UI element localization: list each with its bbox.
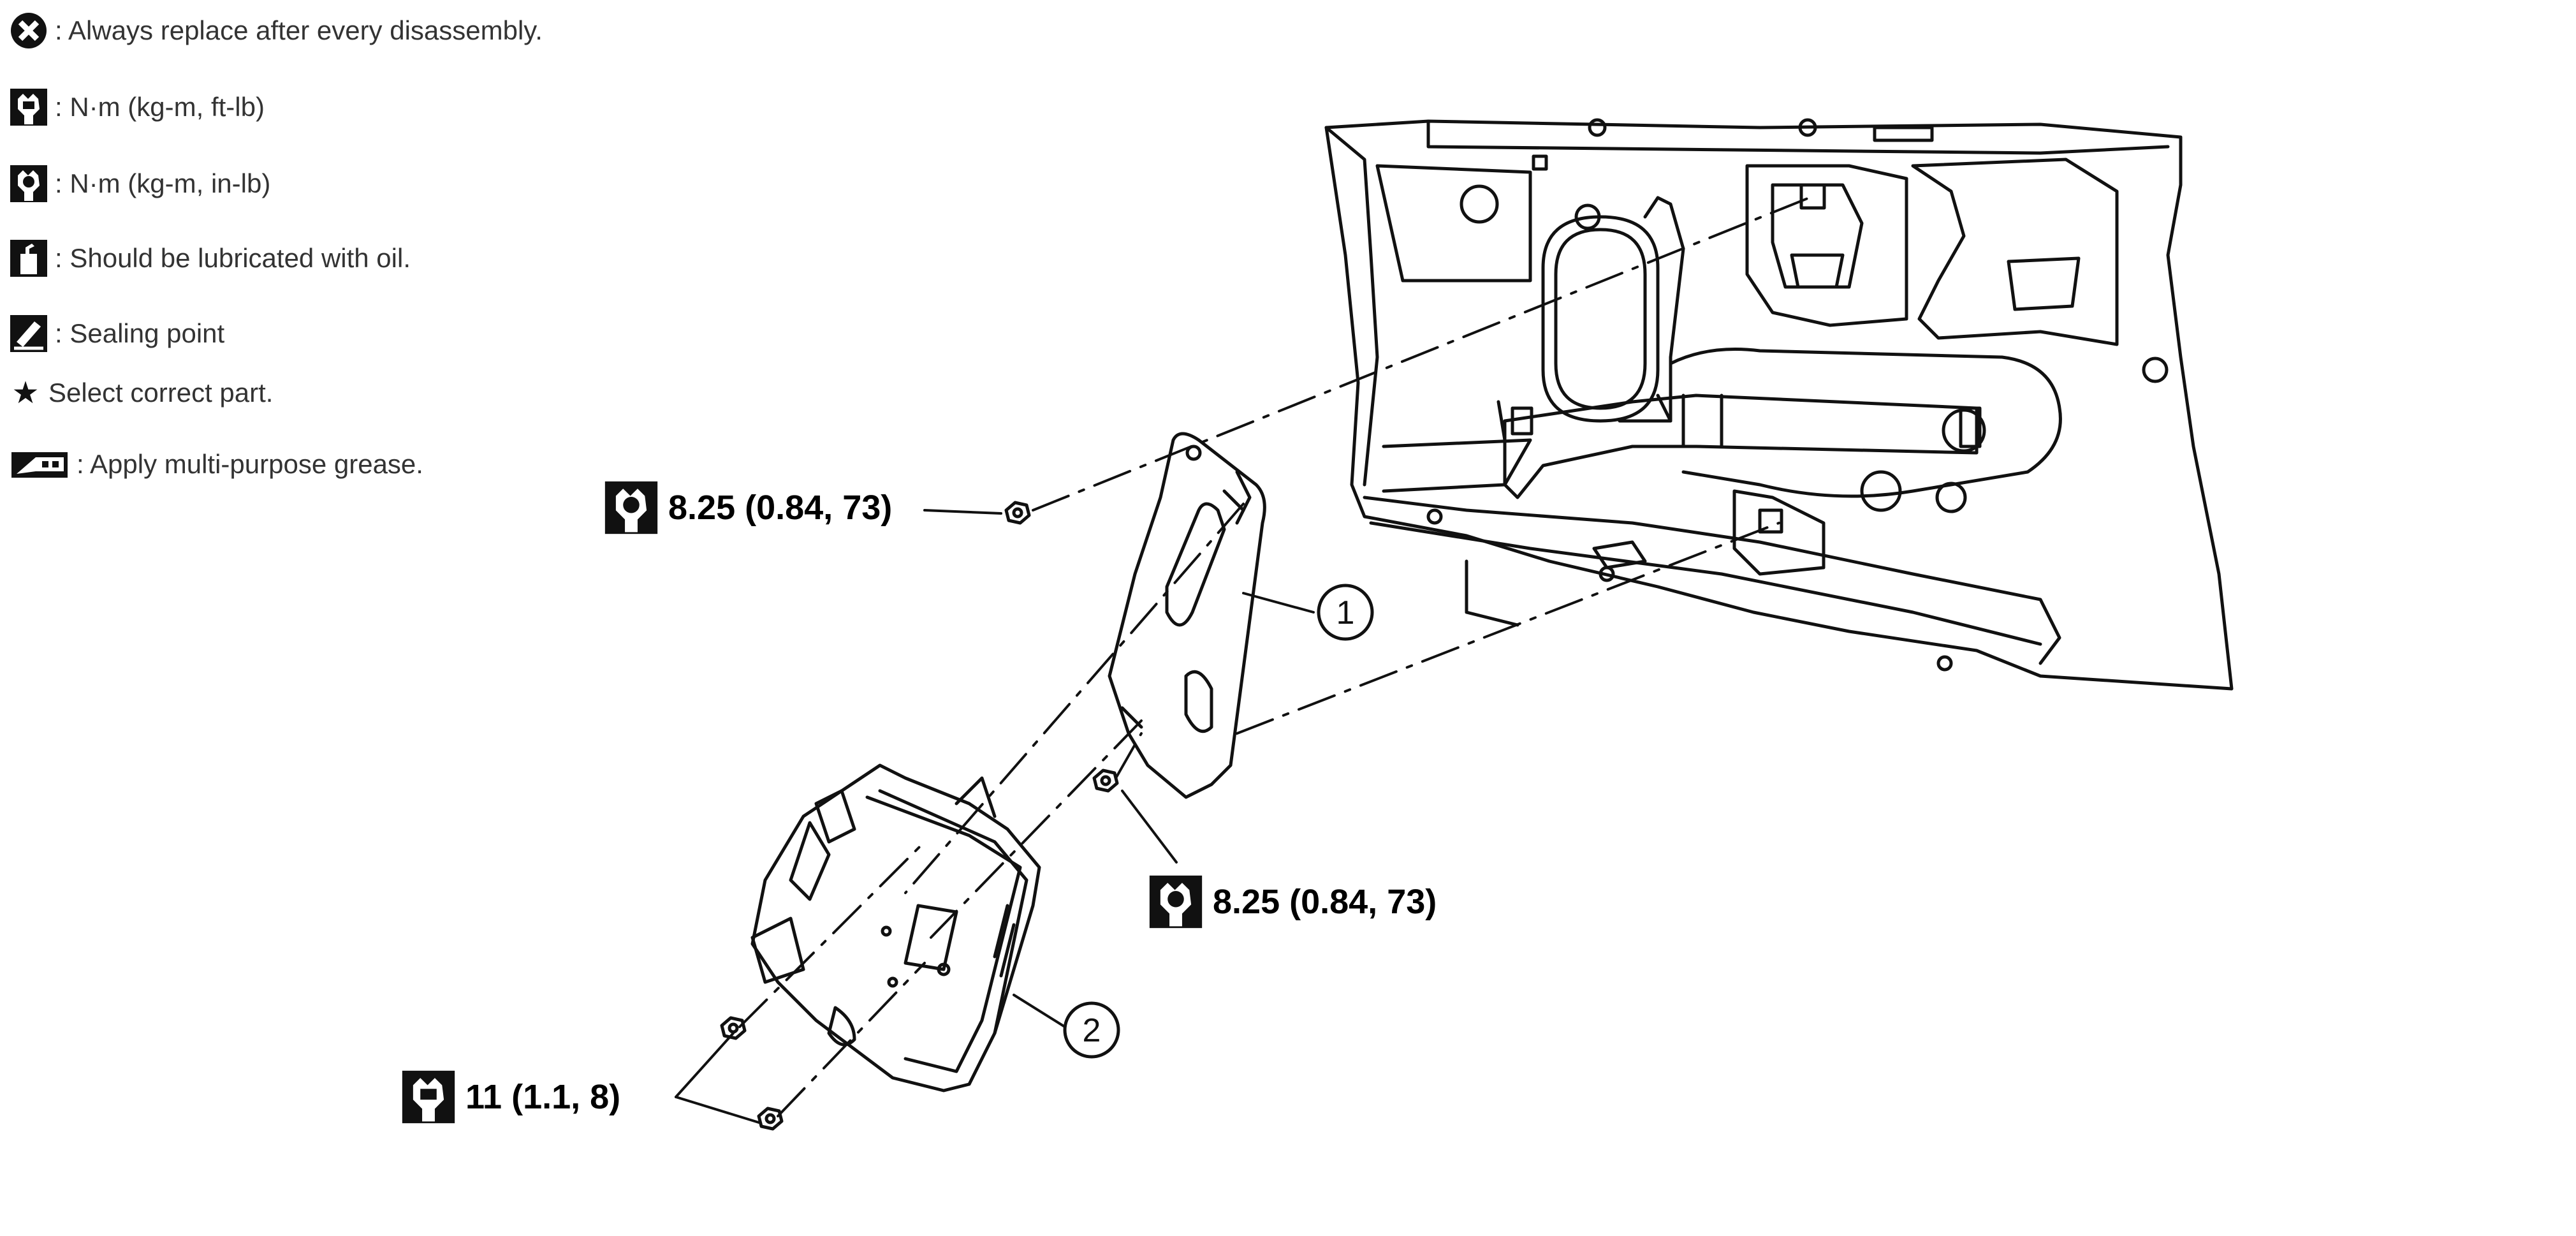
grease-gun-icon <box>8 443 71 485</box>
torque-value: 11 (1.1, 8) <box>465 1078 621 1116</box>
legend-row-oil: : Should be lubricated with oil. <box>8 237 411 279</box>
legend-text: : Always replace after every disassembly… <box>55 15 543 45</box>
legend-row-grease: : Apply multi-purpose grease. <box>8 443 423 485</box>
legend-row-sealing: : Sealing point <box>8 313 224 355</box>
legend-text: : Should be lubricated with oil. <box>55 243 411 273</box>
legend-text: Select correct part. <box>48 378 274 408</box>
part-number-1-label: 1 <box>1336 594 1355 631</box>
torque-value: 8.25 (0.84, 73) <box>1213 883 1437 921</box>
star-icon: ★ <box>11 376 40 410</box>
legend-text: : Apply multi-purpose grease. <box>77 449 423 479</box>
torque-ft-lb-icon <box>400 1069 457 1125</box>
torque-callout-upper: 8.25 (0.84, 73) <box>603 480 892 536</box>
torque-in-lb-icon <box>1148 874 1204 930</box>
torque-in-lb-icon <box>603 480 659 536</box>
legend-row-star: ★ Select correct part. <box>8 375 273 411</box>
replace-x-icon <box>8 10 50 52</box>
nut-lower-1 <box>720 1016 747 1040</box>
torque-callout-lower: 11 (1.1, 8) <box>400 1069 620 1125</box>
torque-callout-middle: 8.25 (0.84, 73) <box>1148 874 1437 930</box>
nut-middle <box>1092 769 1119 793</box>
oil-can-icon <box>8 237 50 279</box>
body-panel <box>1324 118 2234 691</box>
legend-text: : N·m (kg-m, in-lb) <box>55 168 271 198</box>
legend-text: : Sealing point <box>55 318 225 348</box>
torque-in-lb-icon <box>8 163 50 205</box>
part-number-2-label: 2 <box>1083 1012 1101 1049</box>
part-number-2: 2 <box>1063 1001 1120 1059</box>
nut-upper <box>1004 501 1031 525</box>
legend-row-torque-ft-lb: : N·m (kg-m, ft-lb) <box>8 86 265 128</box>
part-number-1: 1 <box>1317 584 1374 641</box>
bracket-part-1 <box>1108 432 1266 799</box>
alignment-lines <box>738 193 1819 1117</box>
leader-lines <box>675 509 1315 1124</box>
nut-lower-2 <box>757 1107 784 1131</box>
torque-ft-lb-icon <box>8 86 50 128</box>
sealing-point-icon <box>8 313 50 355</box>
legend-row-replace: : Always replace after every disassembly… <box>8 10 543 52</box>
torque-value: 8.25 (0.84, 73) <box>668 489 893 527</box>
control-unit-part-2 <box>750 763 1041 1093</box>
legend-row-torque-in-lb: : N·m (kg-m, in-lb) <box>8 163 270 205</box>
legend-text: : N·m (kg-m, ft-lb) <box>55 92 265 122</box>
